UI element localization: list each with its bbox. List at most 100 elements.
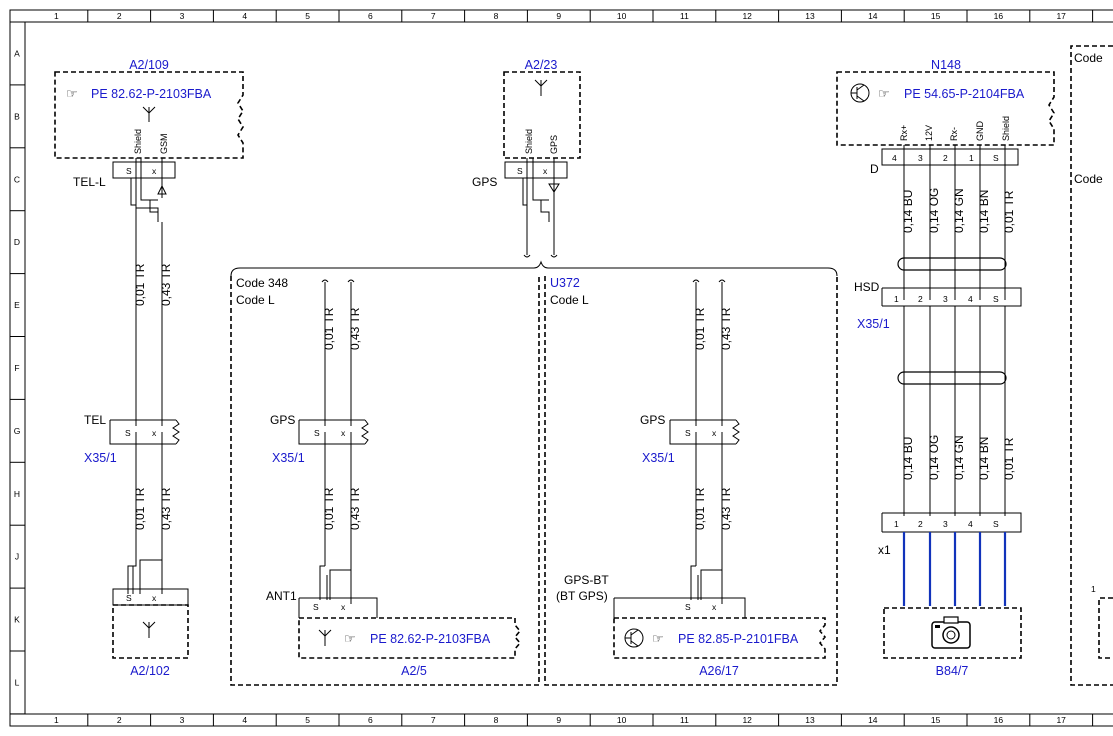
component-a2-5[interactable]: ANT1 S x ☞ PE 82.62-P-2103FBA A2/5 bbox=[266, 589, 522, 678]
transistor-icon bbox=[850, 83, 870, 103]
grid-row-label: B bbox=[14, 111, 20, 121]
svg-text:0,01 TR: 0,01 TR bbox=[693, 487, 707, 530]
svg-text:0,01 TR: 0,01 TR bbox=[1002, 190, 1016, 233]
svg-text:1: 1 bbox=[894, 519, 899, 529]
grid-column-label: 11 bbox=[680, 11, 689, 21]
grid-column-label: 10 bbox=[617, 715, 627, 725]
svg-text:S: S bbox=[125, 428, 131, 438]
svg-text:Code: Code bbox=[1074, 172, 1103, 186]
grid-row-label: K bbox=[14, 615, 20, 625]
grid-column-label: 17 bbox=[1056, 715, 1066, 725]
svg-text:3: 3 bbox=[943, 519, 948, 529]
svg-text:3: 3 bbox=[943, 294, 948, 304]
svg-text:0,01 TR: 0,01 TR bbox=[1002, 437, 1016, 480]
grid-row-label: C bbox=[14, 174, 20, 184]
component-a2-102[interactable]: S x A2/102 bbox=[112, 588, 189, 678]
tel-l-label: TEL-L bbox=[73, 175, 106, 189]
a2-5-ref-link[interactable]: PE 82.62-P-2103FBA bbox=[370, 632, 491, 646]
svg-text:S: S bbox=[126, 593, 132, 603]
a2-5-label[interactable]: A2/5 bbox=[401, 664, 427, 678]
grid-row-label: L bbox=[15, 677, 20, 687]
grid-column-label: 8 bbox=[494, 11, 499, 21]
grid-column-label: 4 bbox=[242, 11, 247, 21]
camera-icon bbox=[931, 616, 971, 649]
svg-text:0,14 BU: 0,14 BU bbox=[901, 190, 915, 233]
svg-text:4: 4 bbox=[968, 294, 973, 304]
svg-text:S: S bbox=[685, 602, 691, 612]
grid-column-label: 12 bbox=[742, 715, 752, 725]
antenna-icon bbox=[318, 629, 332, 646]
svg-text:3: 3 bbox=[918, 153, 923, 163]
grid-column-label: 6 bbox=[368, 715, 373, 725]
grid-row-label: D bbox=[14, 237, 20, 247]
tel-label: TEL bbox=[84, 413, 106, 427]
svg-text:S: S bbox=[685, 428, 691, 438]
grid-column-label: 8 bbox=[494, 715, 499, 725]
pointing-hand-icon: ☞ bbox=[344, 631, 356, 646]
svg-text:x: x bbox=[152, 428, 157, 438]
svg-text:Rx+: Rx+ bbox=[899, 125, 909, 141]
option-u372: U372 Code L bbox=[544, 276, 838, 686]
grid-row-label: A bbox=[14, 48, 20, 58]
svg-text:0,01 TR: 0,01 TR bbox=[322, 307, 336, 350]
svg-text:GND: GND bbox=[975, 121, 985, 142]
grid-column-label: 13 bbox=[805, 715, 815, 725]
svg-text:0,43 TR: 0,43 TR bbox=[719, 307, 733, 350]
a2-23-label[interactable]: A2/23 bbox=[525, 58, 558, 72]
grid-column-label: 7 bbox=[431, 11, 436, 21]
grid-column-label: 13 bbox=[805, 11, 815, 21]
svg-text:x: x bbox=[543, 166, 548, 176]
grid-row-label: G bbox=[14, 426, 21, 436]
svg-text:2: 2 bbox=[943, 153, 948, 163]
svg-text:0,43 TR: 0,43 TR bbox=[348, 307, 362, 350]
antenna-icon bbox=[534, 79, 548, 96]
component-a26-17[interactable]: GPS-BT (BT GPS) S x ☞ PE 82.85-P-2101FBA… bbox=[556, 573, 827, 678]
connector-tel: TEL S x X35/1 0,01 TR 0,43 TR bbox=[84, 413, 180, 594]
grid-row-label: H bbox=[14, 489, 20, 499]
antenna-icon bbox=[142, 621, 156, 638]
a26-17-ref-link[interactable]: PE 82.85-P-2101FBA bbox=[678, 632, 799, 646]
x35-1-link[interactable]: X35/1 bbox=[84, 451, 117, 465]
gps-top-label: GPS bbox=[472, 175, 497, 189]
svg-text:S: S bbox=[126, 166, 132, 176]
u372-link[interactable]: U372 bbox=[550, 276, 580, 290]
svg-text:0,14 GN: 0,14 GN bbox=[952, 188, 966, 233]
grid-column-label: 15 bbox=[931, 715, 941, 725]
component-b84-7[interactable]: B84/7 bbox=[883, 607, 1022, 678]
x35-1-link[interactable]: X35/1 bbox=[857, 317, 890, 331]
connector-gps-top: GPS S x bbox=[472, 158, 568, 258]
svg-text:Code L: Code L bbox=[550, 293, 589, 307]
svg-text:x: x bbox=[341, 602, 346, 612]
a2-109-label[interactable]: A2/109 bbox=[129, 58, 169, 72]
grid-column-label: 5 bbox=[305, 715, 310, 725]
x35-1-link[interactable]: X35/1 bbox=[642, 451, 675, 465]
n148-ref-link[interactable]: PE 54.65-P-2104FBA bbox=[904, 87, 1025, 101]
grid-column-label: 2 bbox=[117, 11, 122, 21]
svg-text:(BT GPS): (BT GPS) bbox=[556, 589, 608, 603]
component-a2-23[interactable]: A2/23 Shield GPS bbox=[503, 58, 581, 159]
x35-1-link[interactable]: X35/1 bbox=[272, 451, 305, 465]
grid-column-label: 12 bbox=[742, 11, 752, 21]
svg-text:S: S bbox=[314, 428, 320, 438]
a2-102-label[interactable]: A2/102 bbox=[130, 664, 170, 678]
b84-7-label[interactable]: B84/7 bbox=[936, 664, 969, 678]
a2-109-ref-link[interactable]: PE 82.62-P-2103FBA bbox=[91, 87, 212, 101]
svg-text:0,43 TR: 0,43 TR bbox=[719, 487, 733, 530]
component-a2-109[interactable]: A2/109 ☞ PE 82.62-P-2103FBA Shield GSM bbox=[54, 58, 244, 159]
wire-bundle-hsd: 0,14 BU 0,14 OG 0,14 GN 0,14 BN 0,01 TR … bbox=[854, 145, 1022, 606]
bus-lines bbox=[902, 532, 1007, 606]
grid-column-label: 3 bbox=[180, 715, 185, 725]
component-n148[interactable]: N148 ☞ PE 54.65-P-2104FBA Rx+ 12V Rx- GN… bbox=[836, 58, 1055, 176]
grid-column-label: 5 bbox=[305, 11, 310, 21]
svg-text:ANT1: ANT1 bbox=[266, 589, 297, 603]
svg-text:0,14 OG: 0,14 OG bbox=[927, 188, 941, 233]
svg-text:S: S bbox=[993, 153, 999, 163]
svg-text:GPS: GPS bbox=[640, 413, 665, 427]
grid-row-label: F bbox=[14, 363, 19, 373]
grid-row-label: J bbox=[15, 552, 19, 562]
grid-column-label: 4 bbox=[242, 715, 247, 725]
n148-label[interactable]: N148 bbox=[931, 58, 961, 72]
a26-17-label[interactable]: A26/17 bbox=[699, 664, 739, 678]
